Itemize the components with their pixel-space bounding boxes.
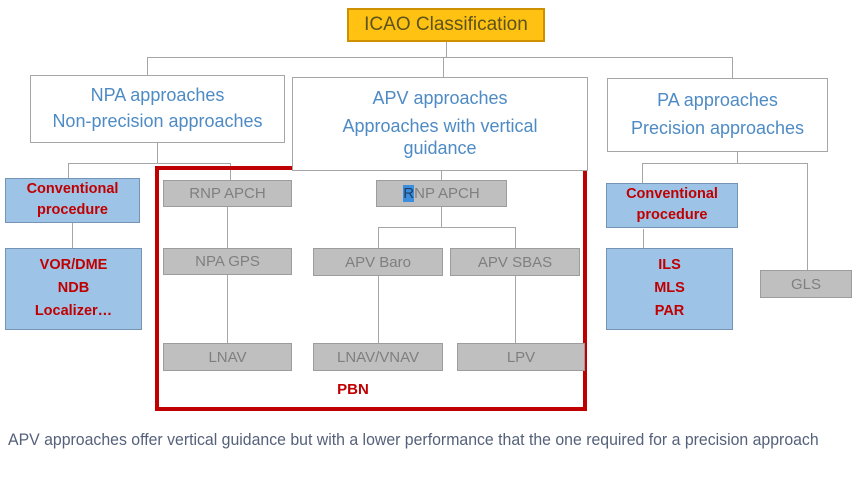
node-apv-baro: APV Baro bbox=[313, 248, 443, 276]
connector-icao-down bbox=[446, 42, 447, 57]
category-apv-line1: APV approaches bbox=[372, 88, 508, 109]
conventional-left-line1: Conventional bbox=[26, 181, 119, 198]
rnp-apch-mid-label: RNP APCH bbox=[403, 185, 480, 202]
category-pa: PA approaches Precision approaches bbox=[607, 78, 828, 152]
footnote-text: APV approaches offer vertical guidance b… bbox=[8, 431, 819, 449]
gls-label: GLS bbox=[790, 275, 821, 293]
category-npa-line2: Non-precision approaches bbox=[52, 111, 263, 132]
node-rnp-apch-left: RNP APCH bbox=[163, 180, 292, 207]
node-gls: GLS bbox=[760, 270, 852, 298]
connector-drop-conv-right bbox=[642, 163, 643, 183]
node-lnav-vnav: LNAV/VNAV bbox=[313, 343, 443, 371]
apv-sbas-label: APV SBAS bbox=[477, 253, 553, 271]
connector-drop-pa bbox=[732, 57, 733, 78]
lnav-vnav-label: LNAV/VNAV bbox=[337, 348, 419, 366]
connector-drop-gls bbox=[807, 163, 808, 270]
conventional-right-line1: Conventional bbox=[626, 186, 718, 203]
conventional-left-line2: procedure bbox=[37, 202, 108, 219]
rnp-apch-mid-rest-text: NP APCH bbox=[414, 185, 480, 202]
connector-drop-sbas bbox=[515, 227, 516, 248]
connector-pa-down bbox=[737, 152, 738, 163]
connector-conv-vor bbox=[72, 223, 73, 248]
category-apv: APV approaches Approaches with vertical … bbox=[292, 77, 588, 171]
pbn-label: PBN bbox=[337, 381, 369, 398]
connector-drop-conv-left bbox=[68, 163, 69, 178]
category-pa-line1: PA approaches bbox=[657, 89, 778, 110]
connector-rnp-npagps bbox=[227, 207, 228, 248]
node-rnp-apch-mid: RNP APCH bbox=[376, 180, 507, 207]
par-label: PAR bbox=[654, 303, 685, 320]
category-apv-line2: Approaches with vertical guidance bbox=[342, 116, 538, 158]
node-precision-aids: ILS MLS PAR bbox=[606, 248, 733, 330]
node-apv-sbas: APV SBAS bbox=[450, 248, 580, 276]
npa-gps-label: NPA GPS bbox=[195, 253, 260, 270]
vor-dme-label: VOR/DME bbox=[39, 257, 108, 274]
node-conventional-aids: VOR/DME NDB Localizer… bbox=[5, 248, 142, 330]
connector-baro-lnavvnav bbox=[378, 276, 379, 343]
node-lpv: LPV bbox=[457, 343, 585, 371]
lnav-label: LNAV bbox=[208, 348, 247, 366]
diagram-title-label: ICAO Classification bbox=[364, 14, 528, 35]
connector-pa-split bbox=[642, 163, 807, 164]
connector-npa-down bbox=[157, 143, 158, 163]
connector-drop-baro bbox=[378, 227, 379, 248]
ndb-label: NDB bbox=[57, 280, 90, 297]
connector-drop-npa bbox=[147, 57, 148, 75]
connector-top-horizontal bbox=[147, 57, 732, 58]
connector-rnpmid-split bbox=[378, 227, 515, 228]
category-npa: NPA approaches Non-precision approaches bbox=[30, 75, 285, 143]
node-conventional-procedure-left: Conventional procedure bbox=[5, 178, 140, 223]
lpv-label: LPV bbox=[506, 348, 536, 366]
ils-label: ILS bbox=[658, 257, 681, 274]
connector-drop-apv bbox=[443, 57, 444, 77]
connector-drop-rnp-left bbox=[230, 163, 231, 180]
connector-sbas-lpv bbox=[515, 276, 516, 343]
node-npa-gps: NPA GPS bbox=[163, 248, 292, 275]
node-lnav: LNAV bbox=[163, 343, 292, 371]
diagram-title: ICAO Classification bbox=[347, 8, 545, 42]
node-conventional-procedure-right: Conventional procedure bbox=[606, 183, 738, 228]
conventional-right-line2: procedure bbox=[636, 207, 708, 224]
connector-conv-ils bbox=[643, 229, 644, 248]
connector-npa-split bbox=[68, 163, 230, 164]
category-npa-line1: NPA approaches bbox=[90, 84, 225, 105]
connector-npagps-lnav bbox=[227, 275, 228, 343]
mls-label: MLS bbox=[654, 280, 685, 297]
localizer-label: Localizer… bbox=[34, 303, 113, 320]
category-pa-line2: Precision approaches bbox=[630, 118, 805, 139]
connector-rnpmid-down bbox=[441, 207, 442, 227]
rnp-apch-left-label: RNP APCH bbox=[189, 185, 266, 202]
rnp-apch-mid-selected-text: R bbox=[403, 185, 415, 202]
apv-baro-label: APV Baro bbox=[345, 253, 411, 271]
